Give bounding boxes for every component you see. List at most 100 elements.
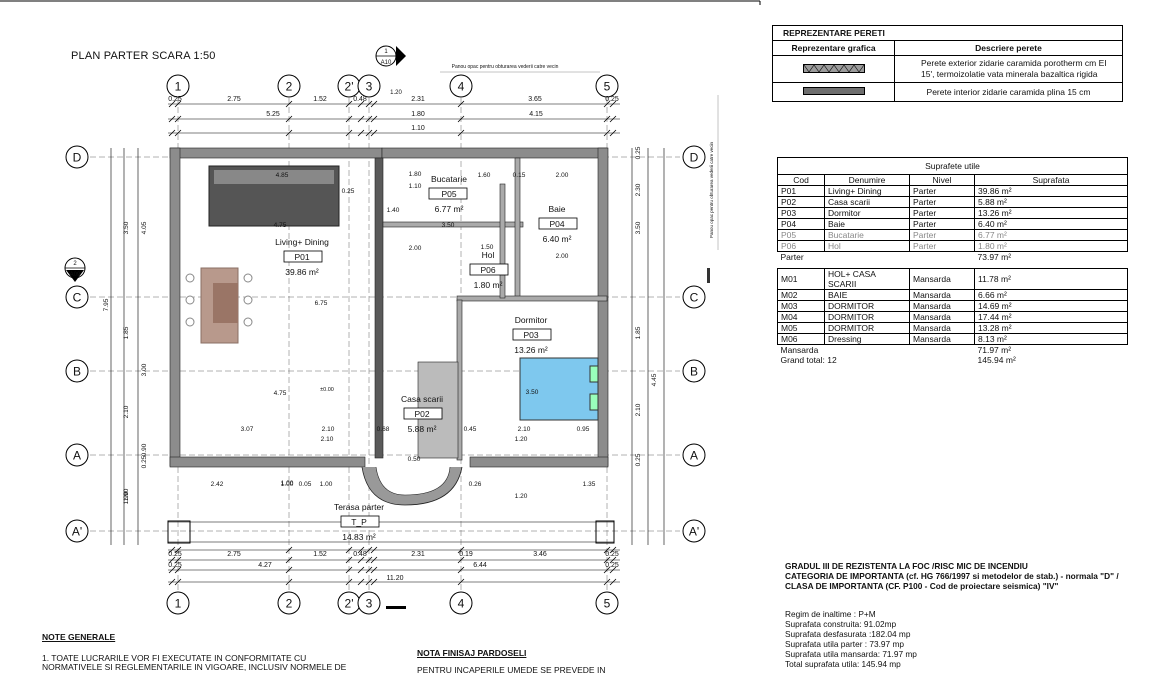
inner-dimension: 1.50 [481,244,494,251]
dimension-text: 2.75 [227,551,241,558]
regim-line: Regim de inaltime : P+M [785,609,876,619]
inner-dimension: 6.75 [315,300,328,307]
dimension-tick [609,578,617,586]
room-code: P01 [294,252,309,262]
dimension-tick [357,546,365,554]
dimension-text: 11.20 [387,575,404,582]
dimension-text: 1.52 [313,96,327,103]
dimension-tick [603,578,611,586]
surface-cell: DORMITOR [824,300,910,312]
exterior-wall-swatch-cell [772,55,895,83]
axis-bubble [166,591,190,615]
inner-dimension: 1.10 [409,183,422,190]
room-code: P06 [480,265,495,275]
dimension-text: 1.90 [123,491,130,504]
dimension-text: 3.50 [635,221,642,234]
grand-total-label: Grand total: 12 [780,355,837,365]
bed-icon [519,357,599,421]
notes-line-1: 1. TOATE LUCRARILE VOR FI EXECUTATE IN C… [42,653,307,663]
axis-bubble [357,591,381,615]
surfaces-table: Suprafete utile Cod Denumire Nivel Supra… [777,157,1128,365]
axis-label: 5 [604,597,611,611]
inner-dimension: 0.68 [377,426,390,433]
surface-cell: 6.40 m² [974,218,1128,230]
dimension-tick [370,100,378,108]
inner-dimension: 4.85 [276,172,289,179]
axis-label: 2 [286,80,293,94]
dimension-tick [174,115,182,123]
dimension-tick [609,100,617,108]
dimension-text: 0.25 [168,96,182,103]
surface-cell: M04 [777,311,825,323]
axis-bubble [595,74,619,98]
axis-label: C [690,291,699,305]
inner-dimension: 0.95 [577,426,590,433]
surface-cell: Mansarda [909,268,975,290]
walls-legend-title: REPREZENTARE PERETI [772,25,1123,41]
surface-cell: Parter [909,185,975,197]
inner-dimension: 1.00 [281,480,294,487]
dimension-tick [345,556,353,564]
dimension-tick [168,115,176,123]
dimension-tick [168,578,176,586]
dimension-text: 0.25 [605,562,619,569]
dimension-tick [168,100,176,108]
surface-cell: Bucatarie [824,229,910,241]
stair-inner [375,466,451,496]
wall [169,147,383,159]
exterior-wall-hatch-icon [802,63,865,73]
wall [169,147,181,467]
inner-dimension: 0.15 [513,172,526,179]
walls-legend-table: REPREZENTARE PERETI Reprezentare grafica… [772,25,1123,102]
axis-bubble [682,145,706,169]
inner-dimension: 4.75 [274,390,287,397]
dimension-text: 0.25 [168,562,182,569]
pillow-icon [589,393,599,411]
surface-cell: 6.77 m² [974,229,1128,241]
dimension-tick [365,578,373,586]
axis-bubble [277,591,301,615]
parter-total: 73.97 m² [977,252,1012,262]
walls-legend-col1: Reprezentare grafica [772,40,895,56]
dimension-text: 1.20 [390,90,402,96]
regim-line: Total suprafata utila: 145.94 mp [785,659,901,669]
regim-line: Suprafata utila mansarda: 71.97 mp [785,649,917,659]
inner-dimension: 2.10 [518,426,531,433]
room-name: Living+ Dining [275,237,329,247]
surfaces-header-cod: Cod [777,174,825,186]
surface-cell: Mansarda [909,300,975,312]
surface-cell: BAIE [824,289,910,301]
inner-dimension: 1.60 [478,172,491,179]
inner-dimension: 4.75 [274,222,287,229]
panel-note: Panou opac pentru obturarea vederii catr… [452,64,559,70]
parter-label: Parter [780,252,804,262]
surface-cell: Parter [909,196,975,208]
axis-bubble [682,359,706,383]
dimension-text: 3.00 [141,363,148,376]
panel-note: Panou opac pentru obturarea vederii catr… [709,141,714,238]
dimension-tick [357,100,365,108]
axis-label: 5 [604,80,611,94]
column [595,520,615,544]
inner-dimension: 0.25 [342,188,355,195]
dimension-text: 2.75 [227,96,241,103]
dimension-tick [174,129,182,137]
dimension-text: 3.46 [533,551,547,558]
room-code-box [538,217,578,230]
dimension-text: 2.30 [635,183,642,196]
room-name: Hol [482,250,495,260]
wall [597,147,609,467]
dimension-tick [357,566,365,574]
surface-cell: 39.86 m² [974,185,1128,197]
dimension-tick [345,546,353,554]
plan-title: PLAN PARTER SCARA 1:50 [71,50,216,62]
axis-label: 2' [345,597,354,611]
inner-dimension: 2.10 [322,426,335,433]
axis-label: D [73,151,82,165]
